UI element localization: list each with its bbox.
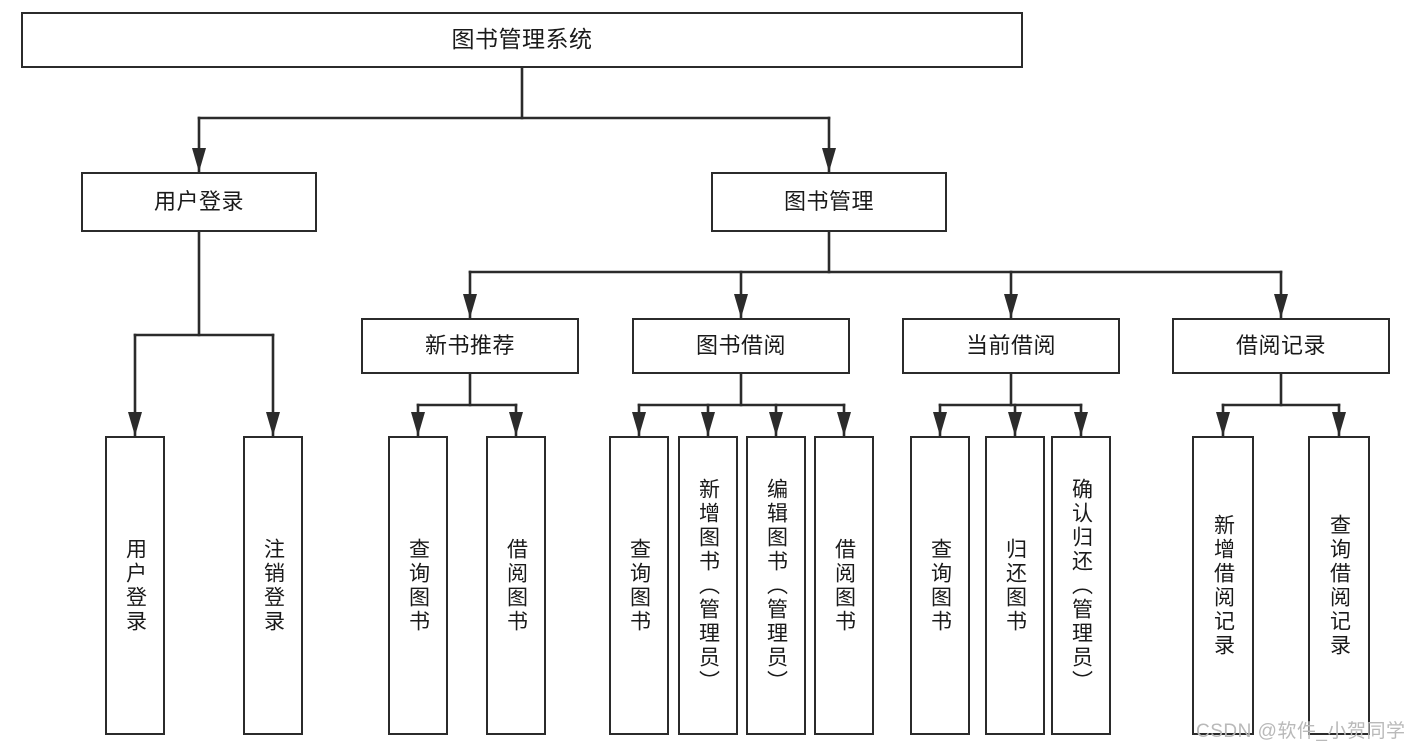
conn-book-borrow-arrowhead-3 (837, 412, 851, 436)
conn-book-borrow-arrowhead-2 (769, 412, 783, 436)
conn-new-book-recommend-arrowhead-1 (509, 412, 523, 436)
node-leaf-user-login[interactable]: 用户登录 (105, 436, 165, 735)
conn-current-borrow-arrowhead-1 (1008, 412, 1022, 436)
node-label-current-borrow: 当前借阅 (965, 332, 1056, 358)
node-leaf-add-book[interactable]: 新增图书（管理员） (678, 436, 738, 735)
node-book-borrow[interactable]: 图书借阅 (632, 318, 850, 374)
node-root[interactable]: 图书管理系统 (21, 12, 1023, 68)
node-label-new-book-recommend: 新书推荐 (424, 332, 515, 358)
node-leaf-logout[interactable]: 注销登录 (243, 436, 303, 735)
node-label-leaf-query-book-2: 查询图书 (627, 537, 651, 634)
conn-book-borrow-arrowhead-0 (632, 412, 646, 436)
node-label-book-borrow: 图书借阅 (695, 332, 786, 358)
node-label-leaf-user-login: 用户登录 (123, 537, 147, 634)
node-label-user-login: 用户登录 (153, 188, 244, 214)
conn-book-borrow-arrowhead-1 (701, 412, 715, 436)
conn-user-login-arrowhead-0 (128, 412, 142, 436)
connector-group (128, 66, 1346, 437)
node-label-leaf-borrow-book-2: 借阅图书 (832, 537, 856, 634)
node-leaf-add-record[interactable]: 新增借阅记录 (1192, 436, 1254, 735)
conn-current-borrow-arrowhead-2 (1074, 412, 1088, 436)
node-label-leaf-confirm-return: 确认归还（管理员） (1069, 477, 1093, 694)
conn-new-book-recommend-arrowhead-0 (411, 412, 425, 436)
node-leaf-return-book[interactable]: 归还图书 (985, 436, 1045, 735)
conn-book-management-arrowhead-2 (1004, 294, 1018, 318)
node-leaf-borrow-book-2[interactable]: 借阅图书 (814, 436, 874, 735)
conn-book-management-arrowhead-1 (734, 294, 748, 318)
conn-current-borrow-arrowhead-0 (933, 412, 947, 436)
node-label-borrow-record: 借阅记录 (1235, 332, 1326, 358)
conn-book-management-arrowhead-3 (1274, 294, 1288, 318)
node-label-leaf-return-book: 归还图书 (1003, 537, 1027, 634)
node-label-leaf-logout: 注销登录 (261, 537, 285, 634)
node-book-management[interactable]: 图书管理 (711, 172, 947, 232)
node-leaf-confirm-return[interactable]: 确认归还（管理员） (1051, 436, 1111, 735)
node-leaf-query-book-2[interactable]: 查询图书 (609, 436, 669, 735)
node-label-leaf-edit-book: 编辑图书（管理员） (764, 477, 788, 694)
node-leaf-query-book-3[interactable]: 查询图书 (910, 436, 970, 735)
node-borrow-record[interactable]: 借阅记录 (1172, 318, 1390, 374)
node-new-book-recommend[interactable]: 新书推荐 (361, 318, 579, 374)
node-leaf-query-book-1[interactable]: 查询图书 (388, 436, 448, 735)
conn-root-arrowhead-0 (192, 148, 206, 172)
node-label-leaf-query-book-1: 查询图书 (406, 537, 430, 634)
node-label-leaf-query-book-3: 查询图书 (928, 537, 952, 634)
node-leaf-query-record[interactable]: 查询借阅记录 (1308, 436, 1370, 735)
node-user-login[interactable]: 用户登录 (81, 172, 317, 232)
node-leaf-borrow-book-1[interactable]: 借阅图书 (486, 436, 546, 735)
conn-borrow-record-arrowhead-1 (1332, 412, 1346, 436)
node-label-root: 图书管理系统 (451, 26, 593, 53)
conn-borrow-record-arrowhead-0 (1216, 412, 1230, 436)
node-label-leaf-add-record: 新增借阅记录 (1211, 513, 1235, 658)
node-current-borrow[interactable]: 当前借阅 (902, 318, 1120, 374)
node-label-leaf-borrow-book-1: 借阅图书 (504, 537, 528, 634)
node-label-book-management: 图书管理 (783, 188, 874, 214)
node-leaf-edit-book[interactable]: 编辑图书（管理员） (746, 436, 806, 735)
conn-user-login-arrowhead-1 (266, 412, 280, 436)
conn-book-management-arrowhead-0 (463, 294, 477, 318)
node-label-leaf-add-book: 新增图书（管理员） (696, 477, 720, 694)
node-label-leaf-query-record: 查询借阅记录 (1327, 513, 1351, 658)
conn-root-arrowhead-1 (822, 148, 836, 172)
